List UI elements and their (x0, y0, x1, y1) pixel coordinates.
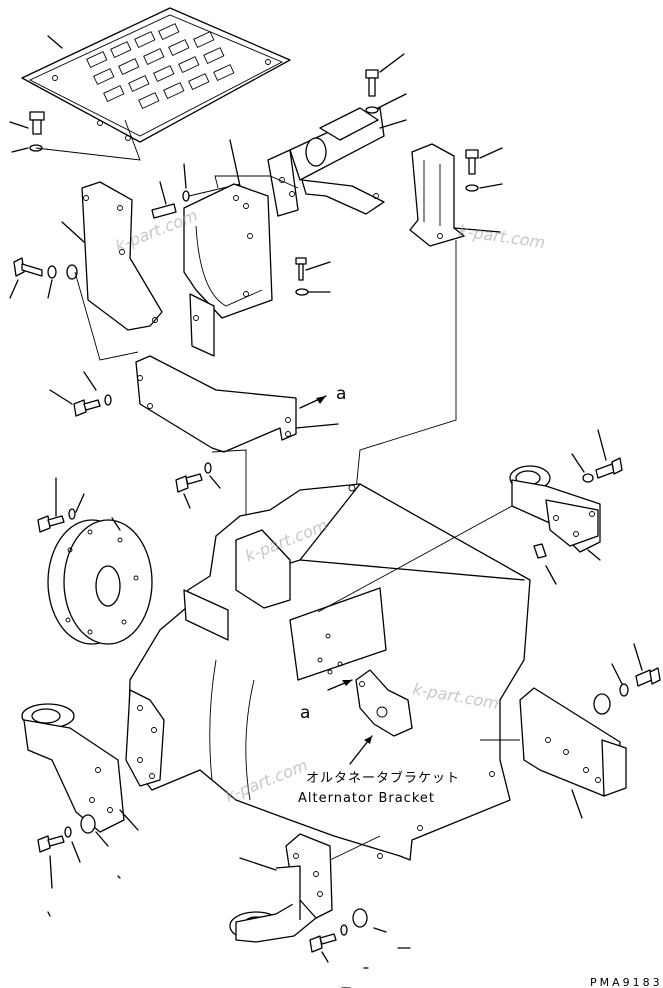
bolt-mid-left (49, 371, 112, 417)
cover-louvres (86, 23, 235, 110)
bolt-right-rear (593, 643, 661, 715)
bolt-swivel-top (365, 53, 407, 129)
coupling-flange (47, 517, 153, 645)
bolt-bottom-mount (309, 908, 411, 988)
drawing-code: PMA9183 (590, 976, 663, 988)
bolt-center (295, 257, 331, 296)
bottom-engine-mount (229, 833, 381, 943)
dowel-pin (533, 543, 557, 585)
alternator-bracket-label-jp: オルタネータブラケット (306, 770, 460, 786)
washer-cover-left (11, 119, 141, 161)
bolt-mid-lower (175, 462, 221, 509)
right-support-bracket (355, 143, 501, 491)
spacer-plate-left (125, 689, 165, 787)
bolt-left-rear (37, 814, 121, 917)
watermark: k-part.com (457, 221, 546, 252)
engine-block (127, 483, 531, 861)
tall-support-bracket (183, 139, 273, 357)
bolt-tall-bracket (151, 163, 241, 219)
left-rear-engine-mount (21, 703, 139, 833)
top-cover-plate (21, 7, 291, 143)
callout-a-top: a (336, 384, 346, 404)
mid-angled-bracket (135, 355, 339, 540)
left-side-bracket (61, 181, 163, 331)
bolt-cover-left (9, 111, 45, 135)
right-front-engine-mount (317, 465, 601, 613)
right-rear-engine-mount (480, 687, 627, 819)
callout-a-bottom: a (300, 703, 310, 723)
top-swivel-bracket (214, 107, 385, 217)
alternator-bracket-label-en: Alternator Bracket (298, 791, 435, 806)
bolt-left-mid (9, 257, 139, 361)
alternator-bracket (327, 669, 413, 765)
bolt-right-bracket (465, 147, 503, 192)
bolt-flange (37, 477, 85, 533)
bolt-right-front (571, 429, 623, 483)
